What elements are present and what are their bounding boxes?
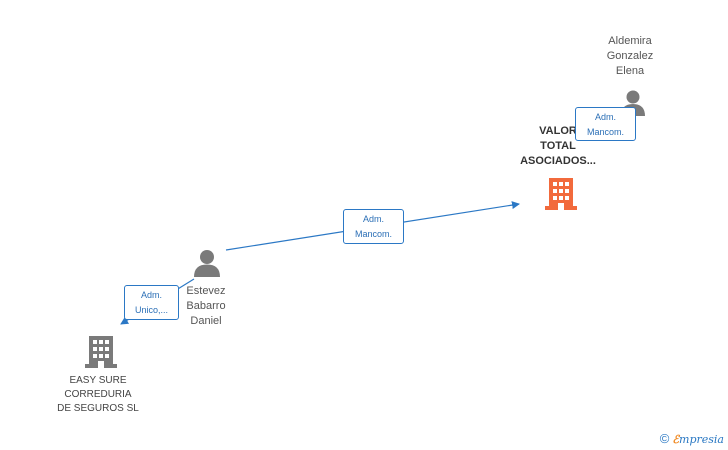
person-name-line: Babarro bbox=[186, 300, 226, 312]
person-name-line: Gonzalez bbox=[606, 50, 654, 62]
edge-label-line: Mancom. bbox=[586, 127, 624, 137]
company-name-line: ASOCIADOS... bbox=[520, 155, 596, 167]
copyright-icon: © bbox=[659, 431, 670, 446]
building-icon[interactable] bbox=[85, 334, 117, 368]
person-label-aldemira[interactable]: Aldemira Gonzalez Elena bbox=[590, 34, 670, 79]
company-name-line: EASY SURE bbox=[69, 375, 127, 386]
edge-label-line: Mancom. bbox=[354, 229, 392, 239]
brand-e: ℰ bbox=[672, 433, 680, 446]
company-label-easy-sure[interactable]: EASY SURE CORREDURIA DE SEGUROS SL bbox=[48, 374, 148, 416]
edge-label-line: Adm. bbox=[140, 290, 162, 300]
person-label-estevez[interactable]: Estevez Babarro Daniel bbox=[166, 284, 246, 329]
company-name-line: DE SEGUROS SL bbox=[57, 403, 139, 414]
brand-text: mpresia bbox=[679, 433, 724, 446]
edge-label-line: Unico,... bbox=[134, 305, 168, 315]
person-name-line: Estevez bbox=[186, 285, 226, 297]
company-name-line: CORREDURIA bbox=[64, 389, 132, 400]
edge-label-left[interactable]: Adm. Unico,... bbox=[124, 285, 179, 320]
brand-logo: © ℰmpresia bbox=[660, 431, 724, 446]
building-icon[interactable] bbox=[545, 176, 577, 210]
edge-label-line: Adm. bbox=[362, 214, 384, 224]
edge-label-top[interactable]: Adm. Mancom. bbox=[575, 107, 636, 141]
person-name-line: Daniel bbox=[190, 315, 222, 327]
company-name-line: TOTAL bbox=[540, 140, 576, 152]
person-name-line: Aldemira bbox=[608, 35, 652, 47]
edge-label-line: Adm. bbox=[594, 112, 616, 122]
person-name-line: Elena bbox=[615, 65, 645, 77]
company-label-valor-total[interactable]: VALOR TOTAL ASOCIADOS... bbox=[508, 124, 608, 169]
edge-label-middle[interactable]: Adm. Mancom. bbox=[343, 209, 404, 244]
company-name-line: VALOR bbox=[539, 125, 577, 137]
person-icon[interactable] bbox=[193, 249, 221, 278]
